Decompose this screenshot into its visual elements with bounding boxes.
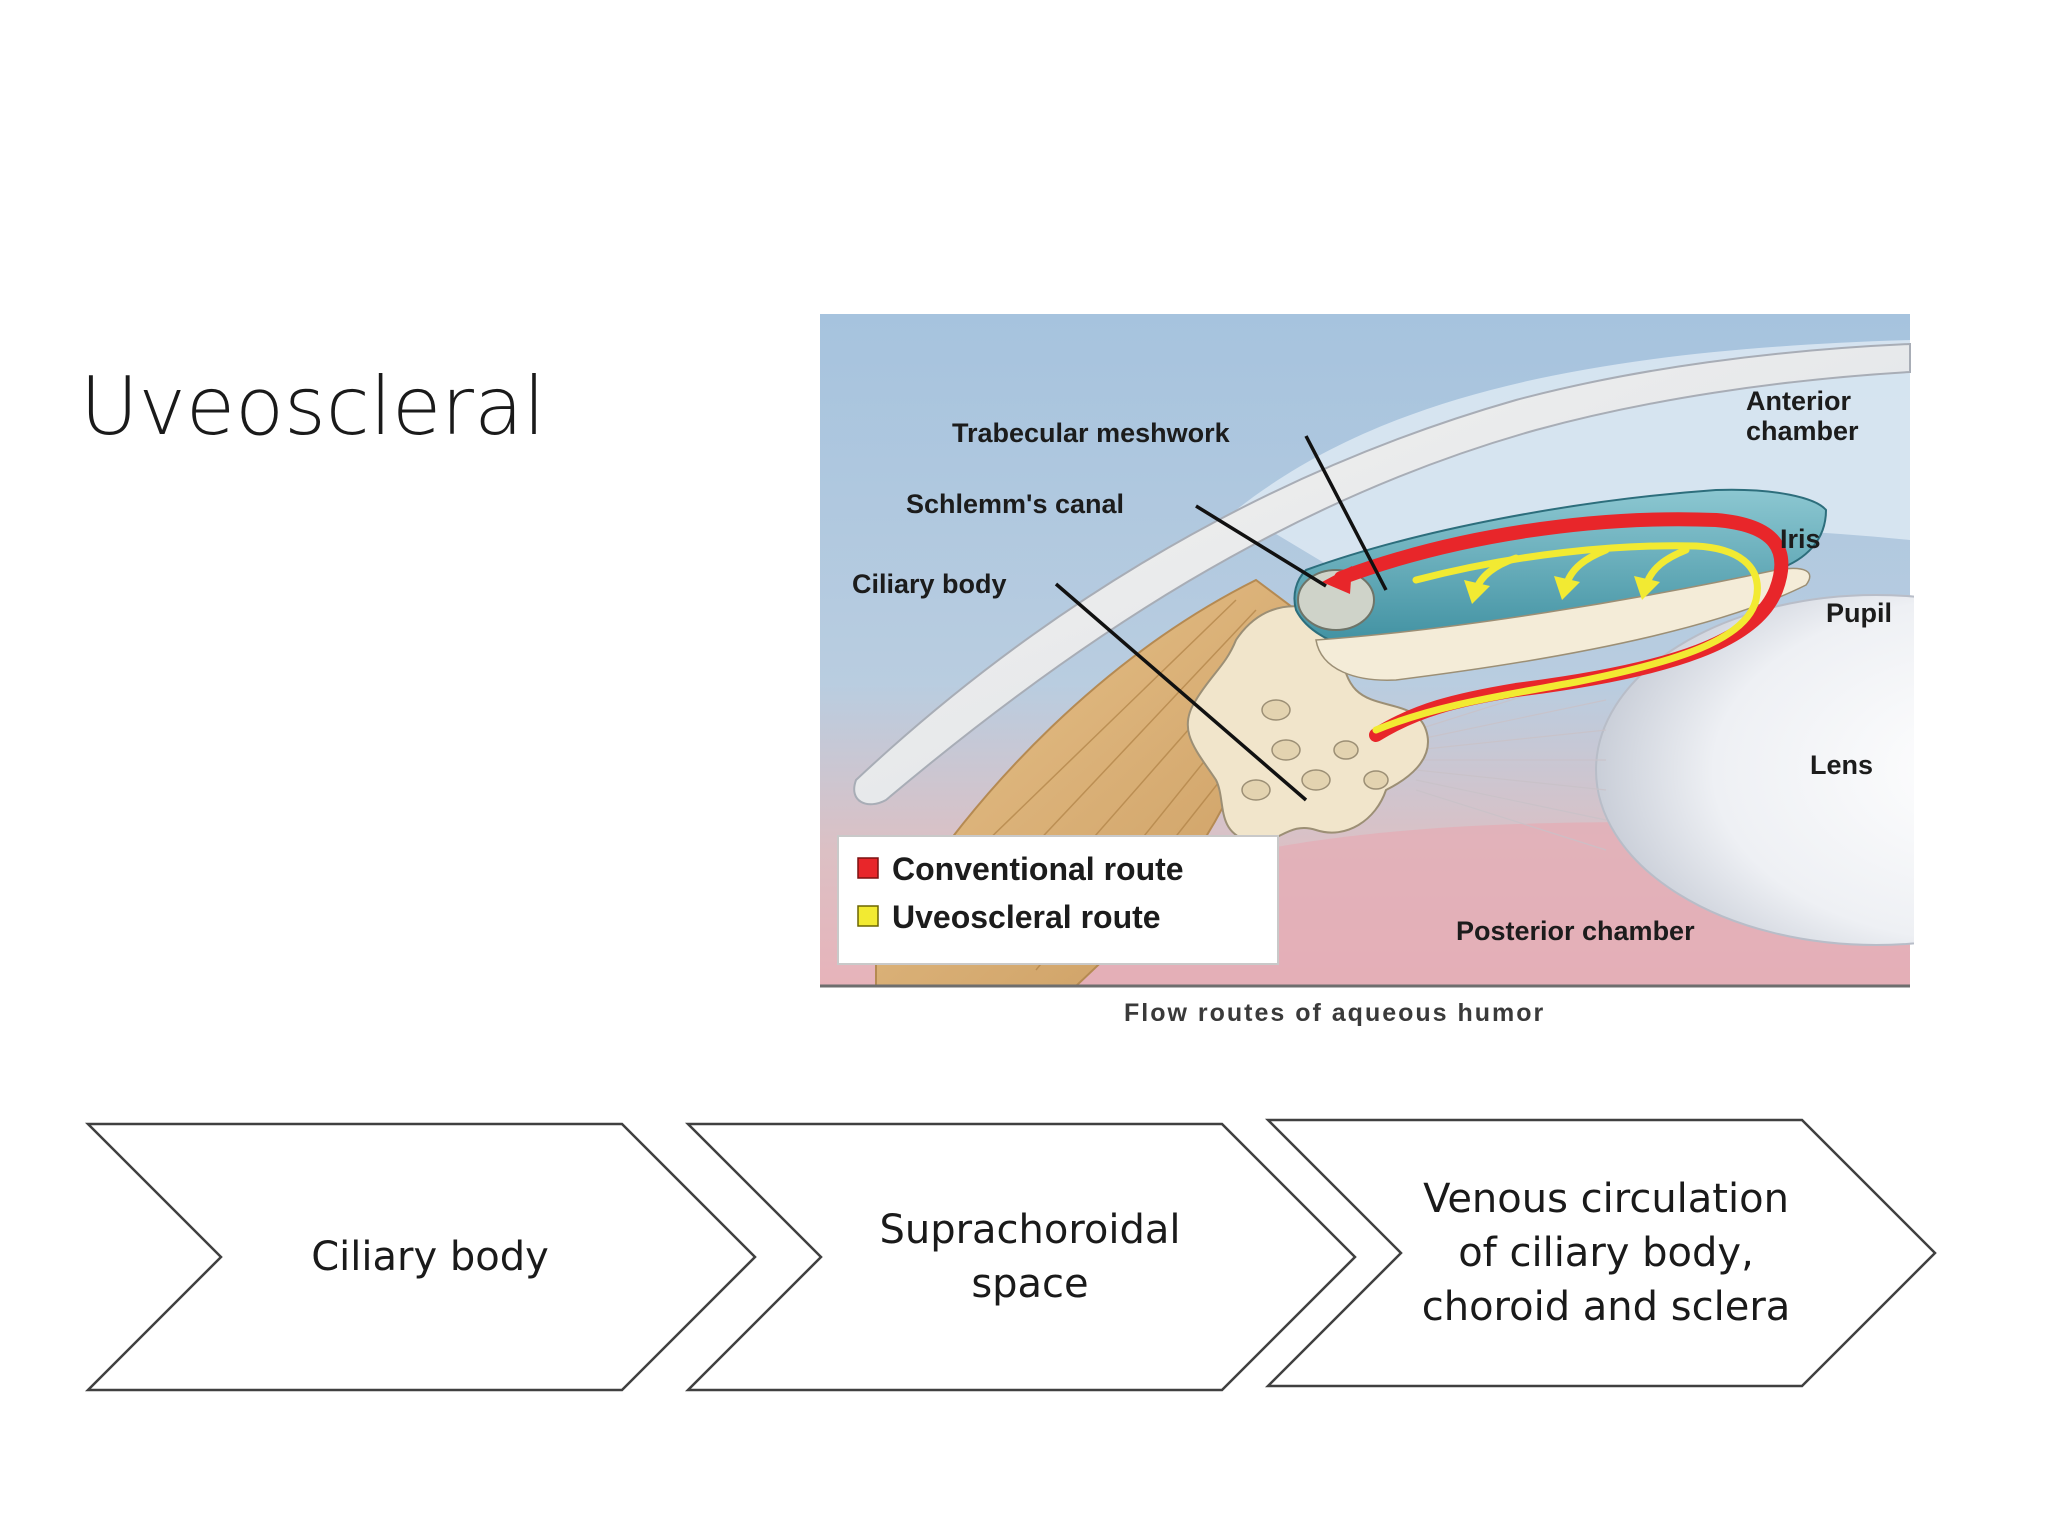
ciliary-process-details — [1241, 699, 1389, 801]
eye-anatomy-illustration: Trabecular meshwork Schlemm's canal Cili… — [820, 314, 1914, 1027]
label-ciliary-body: Ciliary body — [852, 569, 1007, 599]
legend-swatch-uveoscleral — [857, 905, 879, 927]
label-lens: Lens — [1810, 750, 1873, 780]
route-legend: Conventional route Uveoscleral route — [837, 835, 1279, 965]
flow-step-1-label: Ciliary body — [311, 1234, 549, 1280]
label-anterior-chamber-1: Anterior — [1746, 386, 1852, 416]
iris-pigment-layer — [1315, 567, 1811, 681]
cornea-sclera-band — [853, 342, 1911, 806]
label-pupil: Pupil — [1826, 598, 1892, 628]
slide-title: Uveoscleral — [80, 360, 546, 453]
flow-step-2-label: Suprachoroidal space — [879, 1207, 1181, 1307]
uveoscleral-route-path — [1372, 542, 1761, 734]
legend-swatch-conventional — [857, 857, 879, 879]
figure-caption: Flow routes of aqueous humor — [1124, 999, 1545, 1027]
zonule-fibers — [1415, 669, 1607, 851]
conventional-route-arrowhead — [1322, 566, 1352, 594]
label-trabecular-meshwork: Trabecular meshwork — [952, 418, 1231, 448]
lens-shape — [1595, 594, 1914, 946]
trabecular-region — [1297, 569, 1375, 631]
legend-label-conventional: Conventional route — [892, 851, 1184, 887]
uveoscleral-arrowheads — [1464, 576, 1660, 604]
flow-step-3-label: Venous circulation of ciliary body, chor… — [1421, 1176, 1791, 1330]
label-schlemms-canal: Schlemm's canal — [906, 489, 1124, 519]
label-iris: Iris — [1780, 524, 1821, 554]
label-anterior-chamber-2: chamber — [1746, 416, 1859, 446]
leader-lines — [1054, 435, 1388, 802]
legend-label-uveoscleral: Uveoscleral route — [892, 899, 1161, 935]
aqueous-humor-diagram: Trabecular meshwork Schlemm's canal Cili… — [816, 310, 1914, 1030]
label-posterior-chamber: Posterior chamber — [1456, 916, 1695, 946]
